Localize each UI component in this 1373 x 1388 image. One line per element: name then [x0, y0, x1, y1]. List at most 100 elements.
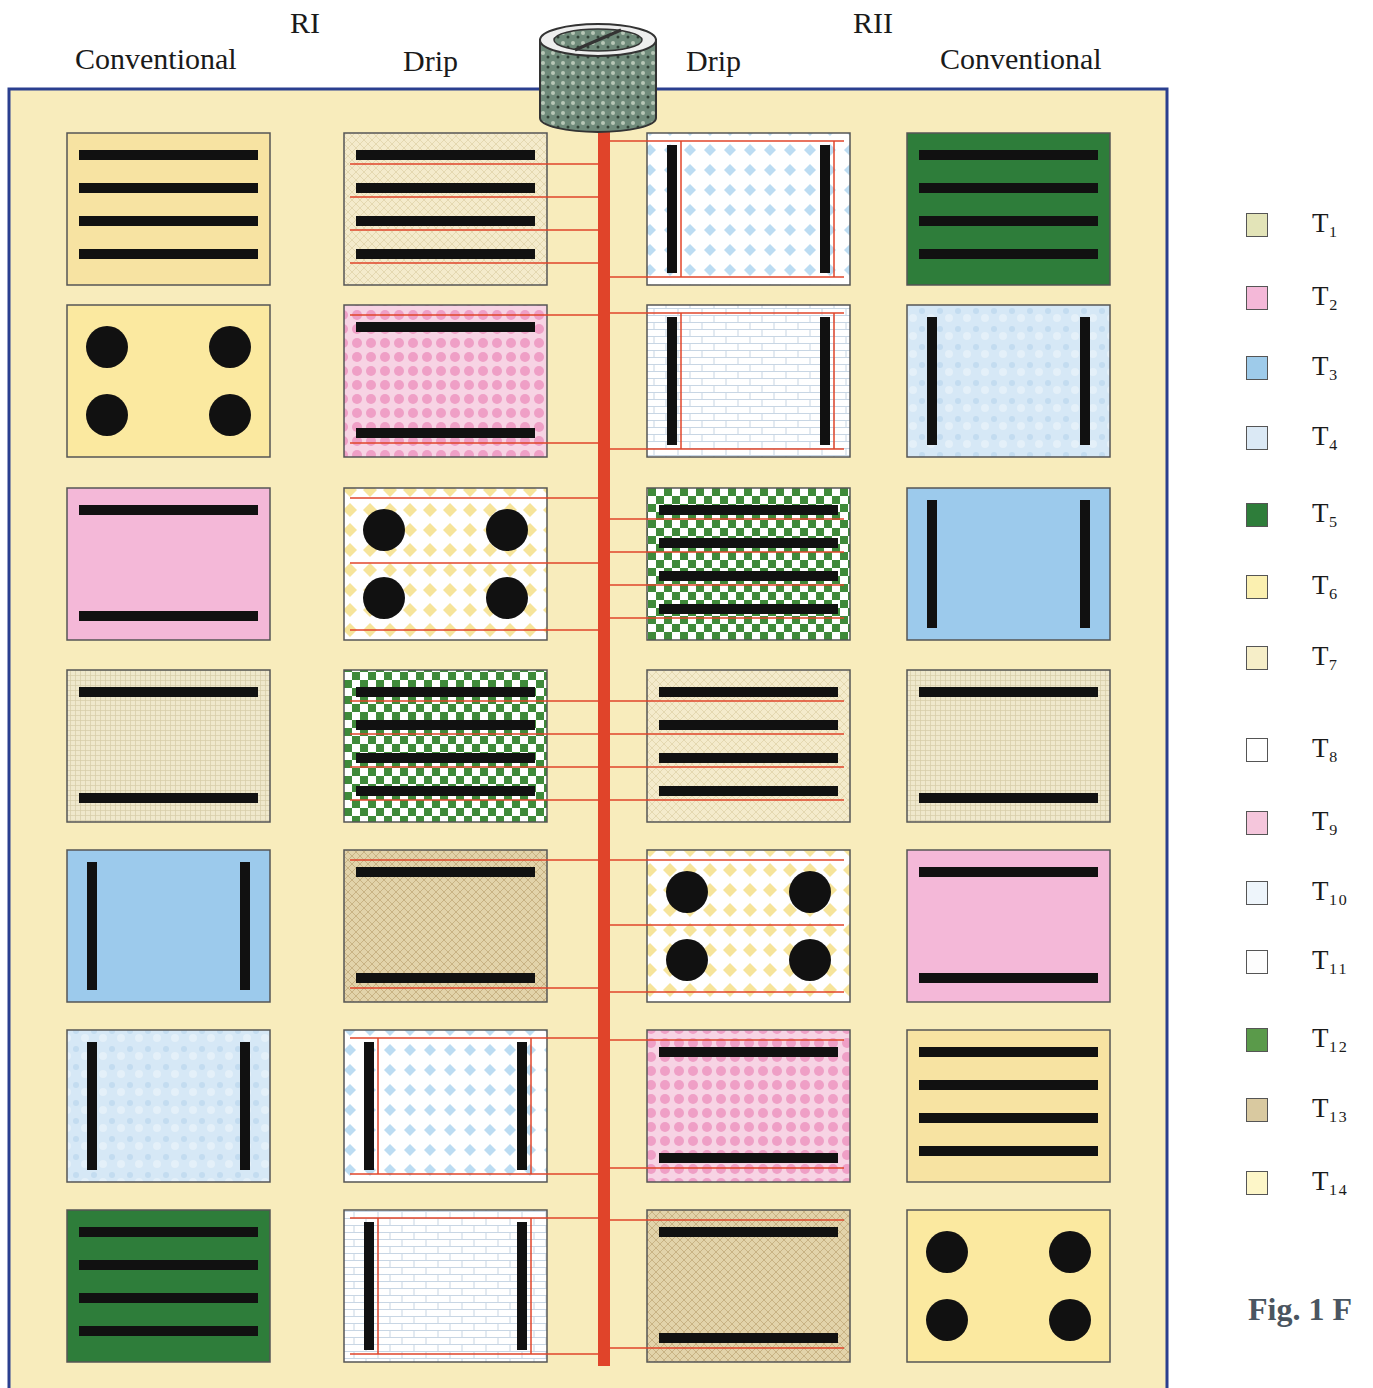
drip-lateral: [350, 442, 598, 444]
legend-text: T₉: [1312, 807, 1338, 837]
legend-swatch: [1246, 646, 1268, 670]
legend-text: T₆: [1312, 571, 1338, 601]
drip-lateral: [610, 617, 844, 619]
plot: [647, 1030, 850, 1182]
drip-lateral: [350, 562, 598, 564]
drip-lateral: [350, 163, 598, 165]
drip-lateral: [610, 551, 844, 553]
plot: [67, 133, 270, 285]
plot: [344, 850, 547, 1002]
plot: [344, 1210, 547, 1362]
drip-lateral: [610, 584, 844, 586]
plot: [907, 850, 1110, 1002]
drip-lateral: [610, 276, 844, 278]
legend-text: T₁₀: [1312, 877, 1347, 907]
drip-lateral: [610, 733, 844, 735]
drip-lateral: [350, 1173, 598, 1175]
drip-lateral: [350, 1217, 598, 1219]
legend-text: T₁₁: [1312, 946, 1347, 976]
drip-lateral: [610, 766, 844, 768]
plot: [344, 305, 547, 457]
plot: [67, 670, 270, 822]
column-heading: Conventional: [75, 42, 237, 75]
plot: [67, 305, 270, 457]
plot: [647, 850, 850, 1002]
legend-swatch: [1246, 881, 1268, 905]
plot: [907, 1210, 1110, 1362]
drip-lateral: [610, 448, 844, 450]
legend-swatch: [1246, 950, 1268, 974]
main-pipe: [598, 118, 610, 1366]
replication-label: RII: [853, 6, 893, 39]
legend-text: T₃: [1312, 352, 1338, 382]
plot: [907, 305, 1110, 457]
plot: [344, 670, 547, 822]
drip-lateral: [350, 314, 598, 316]
legend-text: T₁₂: [1312, 1024, 1347, 1054]
plot: [907, 488, 1110, 640]
legend-swatch: [1246, 286, 1268, 310]
drip-lateral: [610, 1167, 844, 1169]
plot: [647, 670, 850, 822]
drip-lateral: [350, 262, 598, 264]
drip-lateral: [610, 1347, 844, 1349]
legend-swatch: [1246, 213, 1268, 237]
drip-lateral: [350, 229, 598, 231]
plot: [907, 133, 1110, 285]
replication-label: RI: [290, 6, 320, 39]
legend-text: T₂: [1312, 282, 1338, 312]
drip-lateral: [610, 799, 844, 801]
drip-lateral: [350, 799, 598, 801]
drip-lateral: [350, 859, 598, 861]
legend-text: T₁: [1312, 209, 1338, 239]
legend-text: T₅: [1312, 499, 1338, 529]
legend-text: T₁₄: [1312, 1167, 1347, 1197]
legend-text: T₁₃: [1312, 1094, 1347, 1124]
drip-lateral: [610, 924, 844, 926]
plot: [67, 850, 270, 1002]
drip-lateral: [350, 629, 598, 631]
drip-lateral: [350, 766, 598, 768]
water-tank: [540, 24, 656, 132]
drip-lateral: [350, 1353, 598, 1355]
column-heading: Conventional: [940, 42, 1102, 75]
drip-lateral: [610, 859, 844, 861]
drip-lateral: [610, 518, 844, 520]
legend-swatch: [1246, 426, 1268, 450]
drip-lateral: [610, 140, 844, 142]
legend-swatch: [1246, 1028, 1268, 1052]
column-heading: Drip: [686, 44, 741, 77]
legend-swatch: [1246, 738, 1268, 762]
legend-swatch: [1246, 356, 1268, 380]
plot: [344, 133, 547, 285]
column-heading: Drip: [403, 44, 458, 77]
drip-lateral: [610, 312, 844, 314]
legend-swatch: [1246, 1098, 1268, 1122]
drip-lateral: [610, 991, 844, 993]
legend-text: T₄: [1312, 422, 1338, 452]
legend-text: T₇: [1312, 642, 1338, 672]
plot: [344, 488, 547, 640]
plot: [907, 670, 1110, 822]
drip-lateral: [610, 1039, 844, 1041]
drip-lateral: [610, 700, 844, 702]
plot: [67, 1030, 270, 1182]
plot: [647, 488, 850, 640]
field-boundary: [9, 89, 1167, 1388]
drip-lateral: [350, 987, 598, 989]
plot: [647, 305, 850, 457]
drip-lateral: [610, 1219, 844, 1221]
legend-swatch: [1246, 575, 1268, 599]
drip-lateral: [350, 733, 598, 735]
plot: [647, 1210, 850, 1362]
plot: [344, 1030, 547, 1182]
drip-lateral: [350, 700, 598, 702]
figure-caption: Fig. 1 F: [1248, 1292, 1352, 1327]
legend-swatch: [1246, 503, 1268, 527]
legend-swatch: [1246, 811, 1268, 835]
legend-swatch: [1246, 1171, 1268, 1195]
drip-lateral: [350, 1037, 598, 1039]
plot: [67, 1210, 270, 1362]
drip-lateral: [350, 497, 598, 499]
